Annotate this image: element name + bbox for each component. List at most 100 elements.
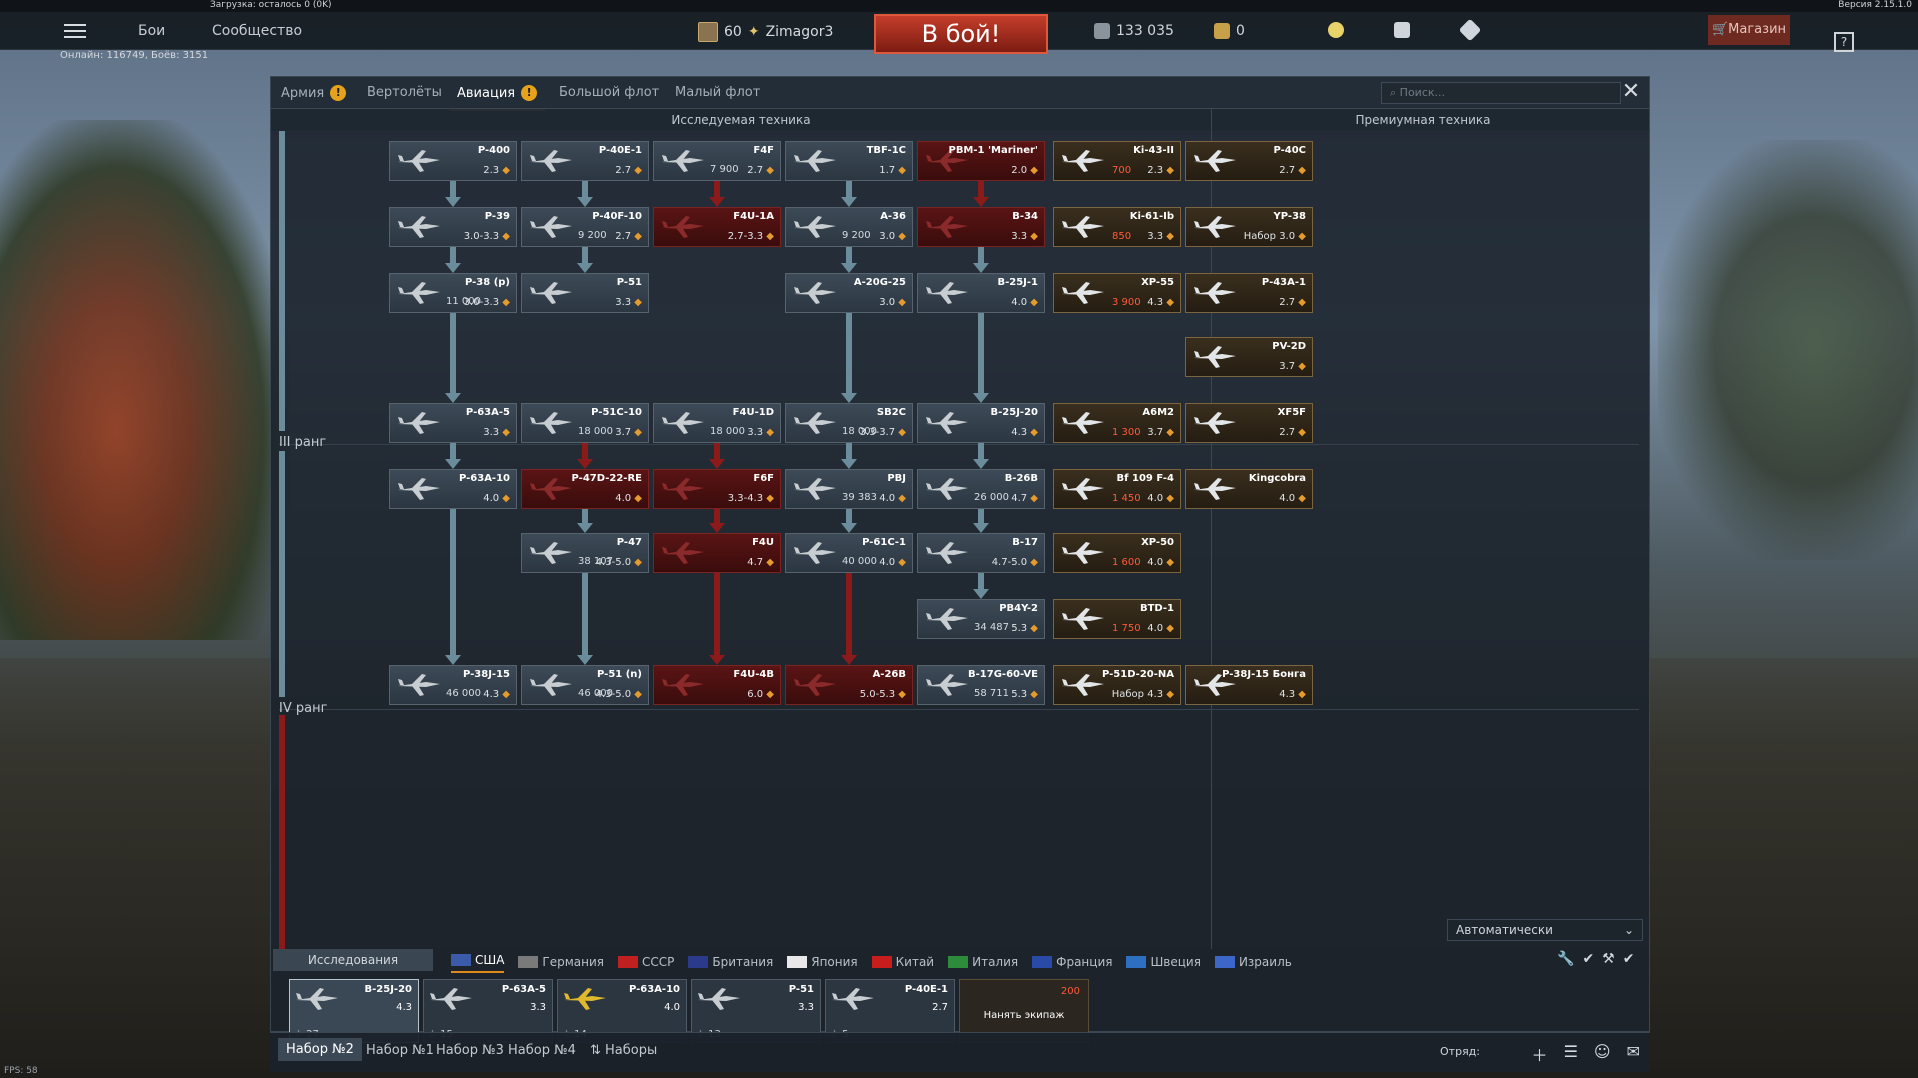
nation-tab[interactable]: Япония: [787, 951, 858, 973]
close-icon[interactable]: ✕: [1621, 79, 1641, 104]
lightbulb-icon[interactable]: [1328, 22, 1344, 38]
mail-icon[interactable]: ✉: [1626, 1042, 1640, 1061]
shop-button[interactable]: 🛒Магазин: [1708, 15, 1790, 45]
nation-tab[interactable]: Швеция: [1126, 951, 1201, 973]
golden-eagles[interactable]: 0: [1214, 23, 1245, 39]
tab-army[interactable]: Армия !: [281, 85, 347, 101]
nation-tab[interactable]: Израиль: [1214, 951, 1292, 973]
wallet-icon[interactable]: [1394, 22, 1410, 38]
add-squad-icon[interactable]: ＋: [1531, 1046, 1548, 1065]
presets-button[interactable]: ⇅ Наборы: [590, 1043, 657, 1058]
tree-arrow: [445, 459, 461, 469]
community-link[interactable]: Сообщество: [212, 23, 303, 39]
gold-cost: 1 300: [1112, 427, 1141, 438]
check-icon[interactable]: ✔: [1582, 951, 1595, 967]
player-profile[interactable]: 60 ✦ Zimagor3: [698, 20, 833, 44]
contacts-icon[interactable]: ☺: [1593, 1042, 1611, 1061]
to-battle-button[interactable]: В бой!: [874, 14, 1048, 54]
nation-tab[interactable]: Франция: [1032, 951, 1112, 973]
repair-all-icon[interactable]: ⚒: [1602, 951, 1615, 967]
preset-1-tab[interactable]: Набор №1: [366, 1043, 434, 1058]
tab-aviation[interactable]: Авиация !: [448, 85, 546, 111]
help-button[interactable]: ?: [1834, 32, 1854, 52]
main-menu-icon[interactable]: [64, 20, 86, 42]
research-select[interactable]: Исследования: [273, 949, 433, 971]
nation-tab[interactable]: Италия: [948, 951, 1018, 973]
nation-tab[interactable]: Германия: [518, 951, 604, 973]
nation-tab[interactable]: Британия: [688, 951, 773, 973]
auto-research-select[interactable]: Автоматически ⌄: [1447, 919, 1643, 941]
nation-tab[interactable]: СССР: [618, 951, 674, 973]
battle-rating-value: 2.3: [483, 165, 500, 176]
preset-3-tab[interactable]: Набор №3: [436, 1043, 504, 1058]
battles-link[interactable]: Бои: [138, 23, 166, 39]
rb-icon: ◆: [1298, 297, 1306, 308]
aircraft-icon: [1060, 476, 1106, 502]
tab-bluewater-fleet[interactable]: Большой флот: [559, 85, 659, 100]
wrench-icon[interactable]: 🔧: [1557, 951, 1575, 967]
preset-2-tab[interactable]: Набор №2: [278, 1038, 362, 1061]
check-all-icon[interactable]: ✔: [1622, 951, 1635, 967]
preset-4-tab[interactable]: Набор №4: [508, 1043, 576, 1058]
coupon-icon[interactable]: [1458, 18, 1482, 42]
battle-rating-value: 4.7: [747, 557, 764, 568]
list-icon[interactable]: ☰: [1563, 1042, 1578, 1061]
nation-tab[interactable]: Китай: [871, 951, 934, 973]
tab-coastal-fleet[interactable]: Малый флот: [675, 85, 760, 100]
silver-lions[interactable]: 133 035: [1094, 23, 1174, 39]
vehicle-card[interactable]: PBM-1 'Mariner'2.0 ◆: [917, 141, 1045, 181]
search-input[interactable]: ⌕ Поиск...: [1381, 82, 1621, 104]
tab-helicopters[interactable]: Вертолёты: [367, 85, 442, 100]
battle-rating: 3.3 ◆: [1147, 231, 1174, 242]
nation-tab[interactable]: США: [451, 951, 505, 973]
